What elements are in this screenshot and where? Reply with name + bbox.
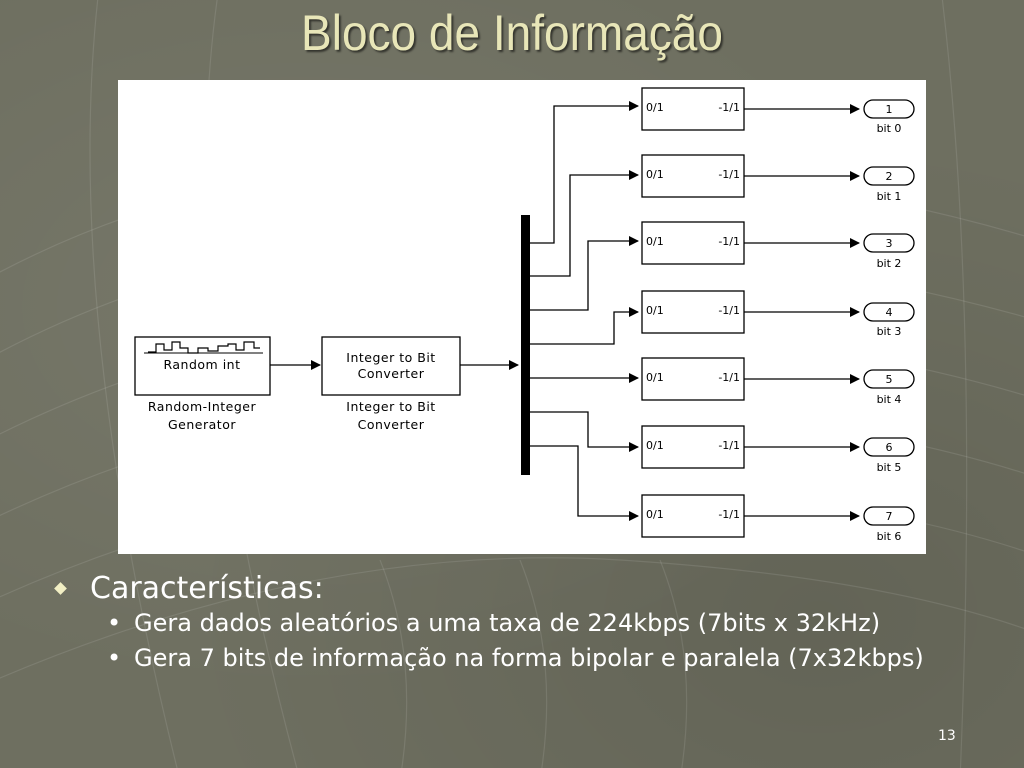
outport-label: bit 0 [877,122,902,135]
demux-block[interactable] [521,215,530,475]
outport-bit-5[interactable]: 6 [863,437,915,457]
outport-number: 6 [886,441,893,454]
outport-bit-0[interactable]: 1 [863,99,915,119]
outport-number: 7 [886,510,893,523]
diamond-bullet-icon [54,582,67,595]
mapper-input-range: 0/1 [646,101,664,114]
outport-label: bit 5 [877,461,902,474]
outport-number: 5 [886,373,893,386]
mapper-block-0[interactable]: 0/1 -1/1 [641,87,745,131]
generator-caption-line2: Generator [168,417,236,432]
outport-label: bit 4 [877,393,902,406]
mapper-block-2[interactable]: 0/1 -1/1 [641,221,745,265]
outport-number: 2 [886,170,893,183]
sub-bullet-text: Gera dados aleatórios a uma taxa de 224k… [134,609,881,637]
outport-label: bit 3 [877,325,902,338]
diagram-canvas: Random int Random-Integer Generator Inte… [134,87,915,543]
converter-caption-line1: Integer to Bit [346,399,435,414]
mapper-block-4[interactable]: 0/1 -1/1 [641,357,745,401]
outport-label: bit 2 [877,257,902,270]
mapper-input-range: 0/1 [646,168,664,181]
converter-label-line1: Integer to Bit [346,350,435,365]
dot-bullet-icon: • [107,644,122,672]
sub-bullet-item: • Gera 7 bits de informação na forma bip… [52,645,952,672]
random-integer-generator-block[interactable]: Random int [134,336,271,396]
outport-bit-3[interactable]: 4 [863,302,915,322]
mapper-block-6[interactable]: 0/1 -1/1 [641,494,745,538]
demux-routing [530,101,639,521]
outport-bit-1[interactable]: 2 [863,166,915,186]
mapper-input-range: 0/1 [646,235,664,248]
mapper-block-5[interactable]: 0/1 -1/1 [641,425,745,469]
sub-bullet-item: • Gera dados aleatórios a uma taxa de 22… [52,610,952,637]
mapper-input-range: 0/1 [646,508,664,521]
random-signal-icon [148,341,260,354]
mapper-output-range: -1/1 [718,235,740,248]
outport-number: 4 [886,306,893,319]
mapper-block-1[interactable]: 0/1 -1/1 [641,154,745,198]
output-lines [744,104,860,521]
bullet-heading-text: Características: [90,571,324,606]
generator-caption-line1: Random-Integer [148,399,257,414]
outport-bit-6[interactable]: 7 [863,506,915,526]
mapper-block-3[interactable]: 0/1 -1/1 [641,290,745,334]
mapper-output-range: -1/1 [718,439,740,452]
mapper-output-range: -1/1 [718,371,740,384]
converter-label-line2: Converter [358,366,425,381]
mapper-output-range: -1/1 [718,304,740,317]
mapper-input-range: 0/1 [646,304,664,317]
slide-title: Bloco de Informação [301,5,723,61]
integer-to-bit-converter-block[interactable]: Integer to Bit Converter [321,336,461,396]
dot-bullet-icon: • [107,609,122,637]
mapper-output-range: -1/1 [718,168,740,181]
outport-bit-2[interactable]: 3 [863,233,915,253]
sub-bullet-text: Gera 7 bits de informação na forma bipol… [134,644,924,672]
converter-caption-line2: Converter [358,417,425,432]
mapper-output-range: -1/1 [718,508,740,521]
generator-label: Random int [163,357,240,372]
outport-bit-4[interactable]: 5 [863,369,915,389]
mapper-input-range: 0/1 [646,371,664,384]
mapper-input-range: 0/1 [646,439,664,452]
bullet-heading: Características: [52,570,952,608]
outport-number: 1 [886,103,893,116]
page-number: 13 [938,728,956,744]
outport-number: 3 [886,237,893,250]
mapper-output-range: -1/1 [718,101,740,114]
simulink-diagram: Random int Random-Integer Generator Inte… [118,80,926,554]
outport-label: bit 6 [877,530,902,543]
outport-label: bit 1 [877,190,902,203]
bullet-list: Características: • Gera dados aleatórios… [52,570,952,672]
